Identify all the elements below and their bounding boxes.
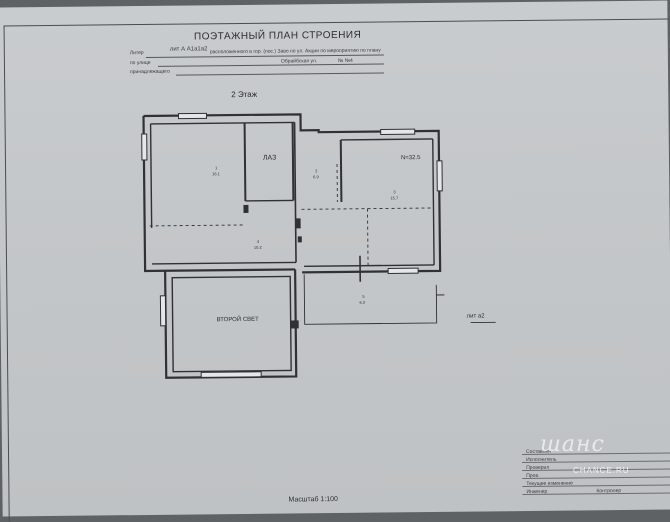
stamp-row-6: Инженер [526, 489, 547, 495]
stamp-row-6b: Контролер [596, 488, 621, 494]
room-label-laz: ЛАЗ [263, 155, 276, 162]
inner-wall-top [151, 122, 295, 124]
small-marks [243, 204, 302, 329]
room-area-4: 10.2 [254, 245, 262, 250]
room-number-2: 2 [315, 168, 317, 173]
outer-wall-middle [165, 269, 295, 270]
room-label-n325: N=32.5 [401, 155, 421, 161]
watermark-site: CHANCE.RU [573, 466, 630, 475]
door-mark-1 [296, 218, 301, 228]
stamp-row-5: Текущее изменение [526, 481, 573, 487]
stamp-row-2: Исполнитель [526, 457, 556, 463]
wall-room3-top [341, 139, 433, 140]
room-label-lit-a2: лит а2 [467, 313, 485, 319]
wall-room3-left [341, 140, 342, 202]
second-light-inner [172, 276, 291, 371]
dashed-line-1 [150, 225, 246, 226]
wall-room3-bottom [304, 265, 434, 266]
dashed-lines [149, 163, 434, 268]
wall-laz-bottom [245, 200, 293, 201]
room-label-second-light: ВТОРОЙ СВЕТ [217, 317, 259, 323]
wall-corridor [295, 122, 296, 262]
wall-laz-left [245, 123, 246, 201]
column-mark [291, 320, 299, 328]
room-number-5: 5 [362, 294, 364, 299]
window-bottom-2 [388, 268, 418, 273]
window-bottom-1 [201, 372, 261, 378]
wall-room3-right [433, 139, 434, 265]
room-number-1: 1 [215, 165, 217, 170]
room-number-4: 4 [257, 239, 259, 244]
wall-laz-right [293, 122, 294, 200]
stamp-row-3: Проверил [526, 465, 549, 471]
room-area-3: 15.7 [390, 195, 398, 200]
window-second-light-left [160, 296, 165, 326]
stamp-rule-4 [522, 476, 670, 479]
dashed-line-3 [367, 209, 368, 266]
room-area-5: 6.3 [359, 300, 365, 305]
balcony-outline [304, 273, 437, 324]
room-area-1: 16.1 [212, 171, 220, 176]
window-right-1 [437, 161, 442, 191]
watermark-logo: шанс [540, 432, 605, 457]
outer-wall-second-light [165, 269, 296, 377]
stamp-row-4: Пров. [526, 473, 539, 479]
room-area-2: 6.9 [313, 174, 319, 179]
window-top-2 [381, 129, 415, 134]
inner-wall-bottom [152, 262, 296, 264]
window-left-1 [142, 134, 147, 160]
scale-label: Масштаб 1:100 [288, 496, 337, 504]
room-number-3: 3 [393, 189, 395, 194]
door-mark-2 [243, 205, 248, 213]
inner-wall-left [151, 124, 152, 228]
window-top-1 [178, 113, 206, 118]
door-mark-3 [298, 236, 302, 242]
